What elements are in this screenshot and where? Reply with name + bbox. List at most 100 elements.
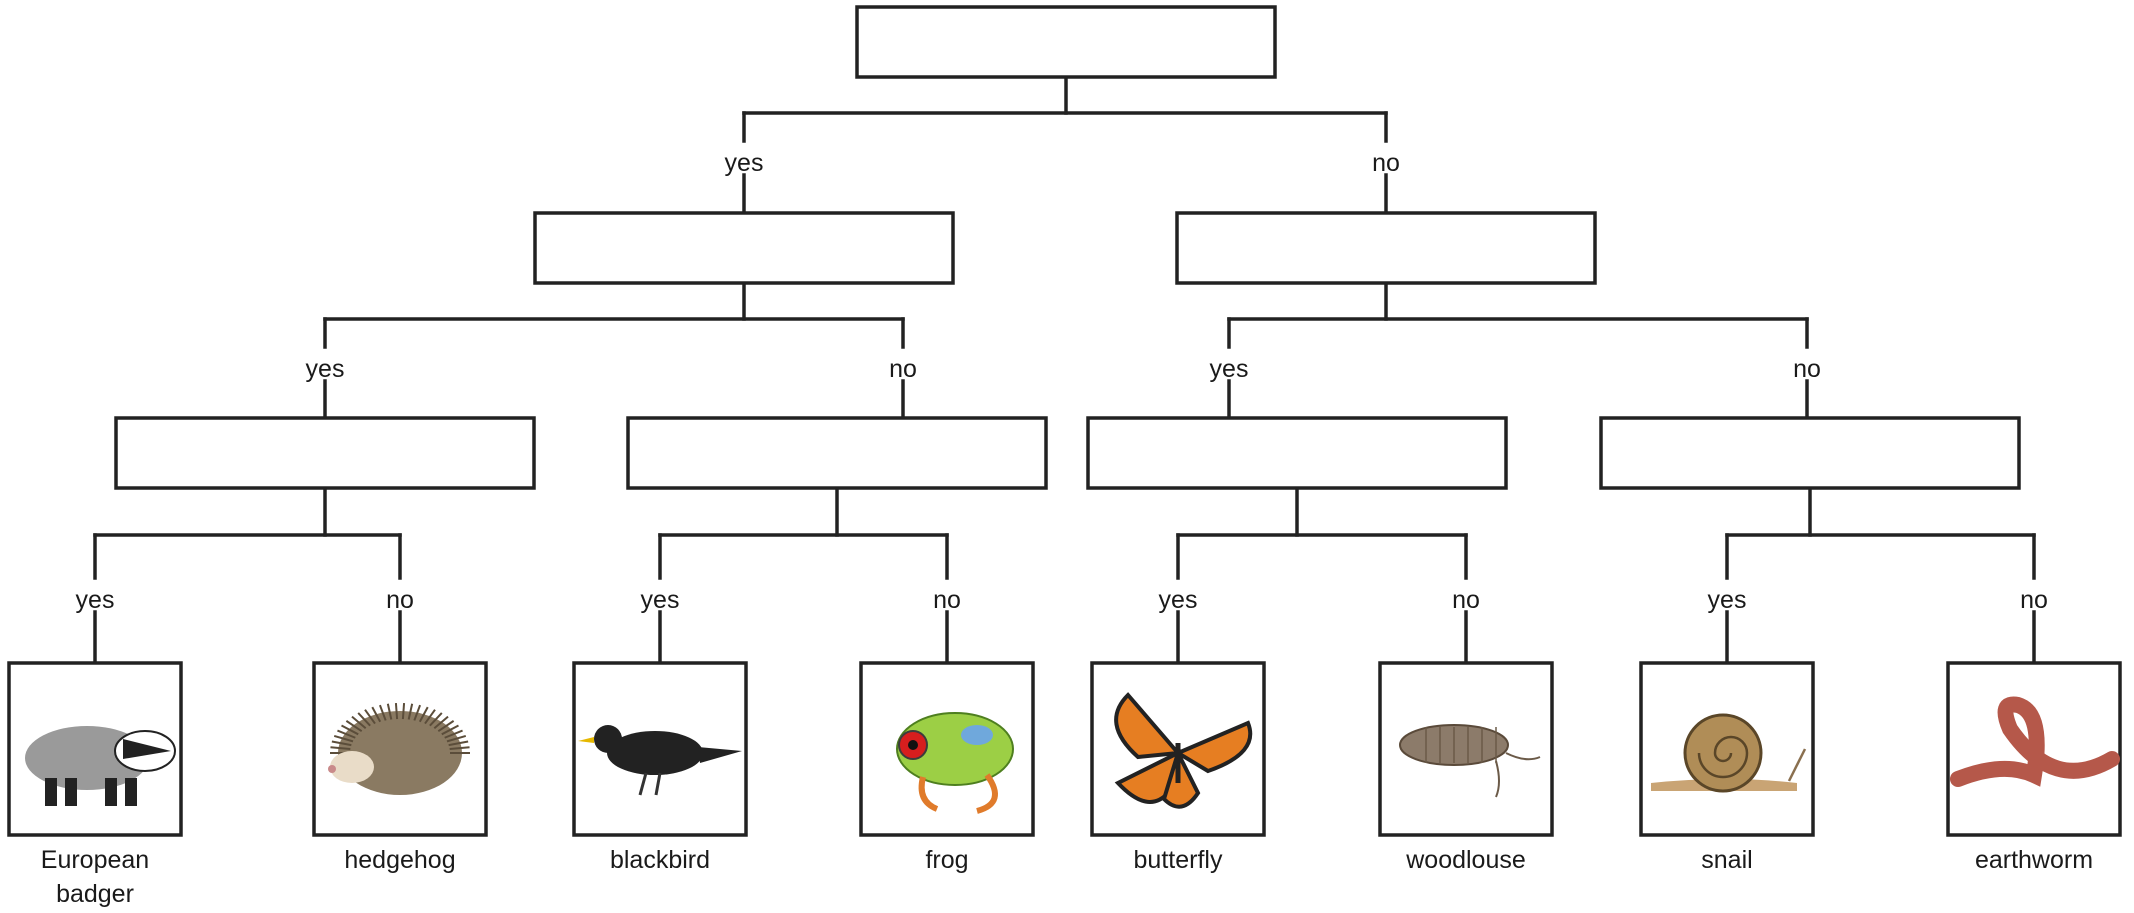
butterfly-icon	[1114, 692, 1253, 809]
animal-card-snail[interactable]: snail	[1639, 661, 1815, 874]
question-box-level3-1[interactable]	[114, 416, 536, 490]
question-box-level3-2[interactable]	[626, 416, 1048, 490]
hedgehog-spine	[444, 729, 463, 739]
branch-label-no: no	[2020, 586, 2048, 614]
question-box-root[interactable]	[855, 5, 1277, 79]
animal-card-woodlouse[interactable]: woodlouse	[1378, 661, 1554, 874]
question-box-level3-3[interactable]	[1086, 416, 1508, 490]
snail-tentacle	[1787, 748, 1807, 782]
badger-icon	[25, 726, 176, 806]
blackbird-icon	[578, 725, 742, 796]
branch-label-yes: yes	[1708, 586, 1747, 614]
hedgehog-spine	[449, 746, 470, 751]
hedgehog-spine	[446, 734, 467, 743]
hedgehog-spine	[448, 740, 469, 747]
branch-label-no: no	[889, 355, 917, 383]
hedgehog-spine	[378, 704, 387, 721]
hedgehog-spine	[364, 709, 376, 725]
animal-name: woodlouse	[1405, 846, 1526, 874]
woodlouse-antenna	[1495, 760, 1500, 798]
animal-name: snail	[1701, 846, 1752, 874]
blackbird-beak	[578, 737, 594, 743]
hedgehog-spine	[330, 746, 351, 751]
butterfly-wing	[1114, 692, 1183, 760]
hedgehog-face	[330, 751, 374, 783]
snail-icon	[1651, 713, 1807, 793]
frog-icon	[896, 712, 1014, 814]
hedgehog-nose	[328, 765, 336, 773]
animal-name: frog	[925, 846, 968, 874]
blackbird-leg	[638, 772, 648, 796]
animal-card-blackbird[interactable]: blackbird	[572, 661, 748, 874]
animal-name: butterfly	[1134, 846, 1223, 874]
hedgehog-spine	[333, 734, 354, 743]
woodlouse-icon	[1399, 724, 1541, 798]
frog-leg	[976, 773, 998, 814]
question-boxes	[114, 5, 2021, 490]
branch-label-no: no	[1372, 149, 1400, 177]
animal-card-hedgehog[interactable]: hedgehog	[312, 661, 488, 874]
hedgehog-spine	[429, 712, 443, 727]
branch-label-yes: yes	[641, 586, 680, 614]
hedgehog-spine	[386, 703, 393, 720]
connector-lines	[93, 75, 2036, 665]
branch-label-yes: yes	[306, 355, 345, 383]
branch-label-yes: yes	[76, 586, 115, 614]
badger-leg	[125, 778, 137, 806]
woodlouse-antenna	[1505, 752, 1541, 761]
hedgehog-spine	[351, 715, 367, 730]
blackbird-leg	[654, 772, 662, 796]
snail-spiral	[1697, 735, 1749, 779]
badger-leg	[65, 778, 77, 806]
blackbird-tail	[698, 747, 742, 763]
animal-name: European	[41, 846, 149, 874]
hedgehog-spine	[341, 724, 359, 736]
question-box-level3-4[interactable]	[1599, 416, 2021, 490]
hedgehog-spine	[418, 706, 429, 723]
hedgehog-spine	[357, 712, 371, 727]
branch-label-yes: yes	[725, 149, 764, 177]
hedgehog-spine	[407, 703, 414, 720]
hedgehog-spine	[394, 703, 399, 720]
blackbird-body	[607, 731, 703, 775]
hedgehog-spine	[433, 715, 449, 730]
butterfly-wing	[1161, 747, 1201, 809]
frog-leg	[918, 776, 939, 812]
hedgehog-spine	[331, 740, 352, 747]
badger-leg	[105, 778, 117, 806]
blackbird-head	[594, 725, 622, 753]
animal-name: blackbird	[610, 846, 710, 874]
branch-label-no: no	[933, 586, 961, 614]
hedgehog-spine	[441, 724, 459, 736]
badger-stripe	[123, 739, 171, 759]
animal-card-earthworm[interactable]: earthworm	[1946, 661, 2122, 874]
snail-shell	[1683, 713, 1763, 793]
hedgehog-icon	[328, 703, 470, 795]
branch-label-yes: yes	[1159, 586, 1198, 614]
frog-pupil	[908, 740, 918, 750]
branch-label-no: no	[386, 586, 414, 614]
question-box-level2-2[interactable]	[1175, 211, 1597, 285]
badger-leg	[45, 778, 57, 806]
butterfly-wing	[1173, 720, 1253, 774]
hedgehog-spine	[371, 706, 382, 723]
hedgehog-spine	[401, 703, 406, 720]
animal-name: hedgehog	[344, 846, 455, 874]
hedgehog-spine	[345, 720, 363, 732]
hedgehog-spine	[337, 729, 356, 739]
animal-card-frog[interactable]: frog	[859, 661, 1035, 874]
animal-card-butterfly[interactable]: butterfly	[1090, 661, 1266, 874]
earthworm-body	[1950, 696, 2120, 787]
hedgehog-spine	[424, 709, 436, 725]
branch-label-no: no	[1452, 586, 1480, 614]
branch-label-yes: yes	[1210, 355, 1249, 383]
hedgehog-spine	[413, 704, 422, 721]
question-box-level2-1[interactable]	[533, 211, 955, 285]
earthworm-icon	[1950, 696, 2120, 787]
animal-name: earthworm	[1975, 846, 2093, 874]
hedgehog-spine	[437, 720, 455, 732]
